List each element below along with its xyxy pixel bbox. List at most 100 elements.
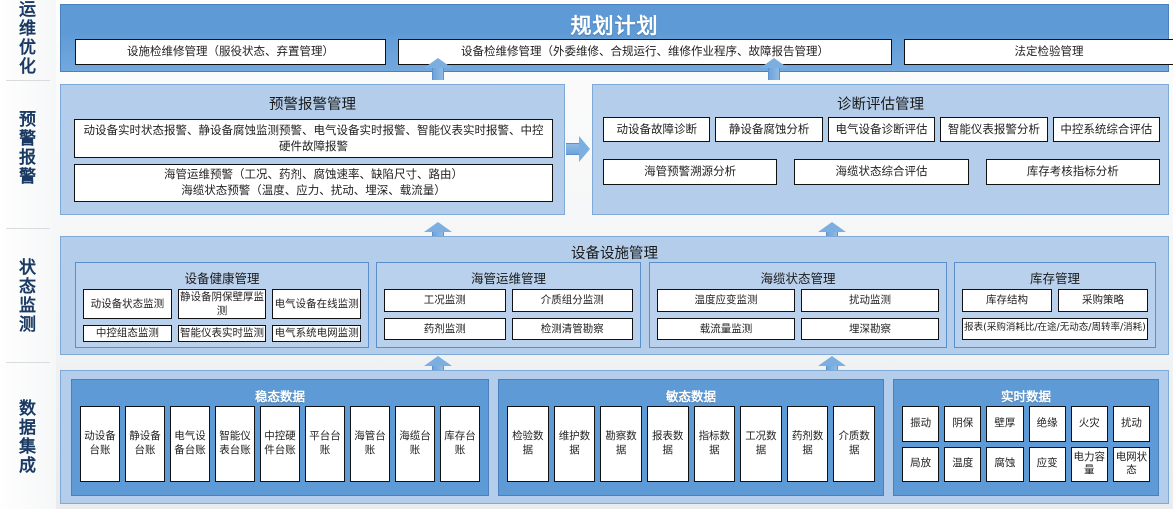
diagnosis-row-1: 动设备故障诊断 静设备腐蚀分析 电气设备诊断评估 智能仪表报警分析 中控系统综合… — [603, 117, 1161, 142]
arrow-shaft — [768, 66, 780, 80]
equip-box-disturbance[interactable]: 扰动监测 — [801, 289, 939, 312]
data-box-pipeline-ledger[interactable]: 海管台账 — [350, 406, 390, 482]
data-group-steady-title: 稳态数据 — [254, 389, 305, 404]
data-box-corrosion[interactable]: 腐蚀 — [986, 446, 1024, 482]
data-box-instrument-ledger[interactable]: 智能仪表台账 — [215, 406, 255, 482]
equip-box-inventory-structure[interactable]: 库存结构 — [962, 289, 1052, 312]
data-box-medium[interactable]: 介质数据 — [833, 406, 875, 482]
data-box-survey[interactable]: 勘察数据 — [600, 406, 642, 482]
data-box-cable-ledger[interactable]: 海缆台账 — [395, 406, 435, 482]
diagnosis-box-pipeline-traceability[interactable]: 海管预警溯源分析 — [603, 159, 778, 185]
plan-box-equipment-maintenance[interactable]: 设备检维修管理（外委维修、合规运行、维修作业程序、故障报告管理） — [398, 39, 892, 65]
equipment-row: 温度应变监测 扰动监测 — [657, 289, 939, 312]
data-box-chemical[interactable]: 药剂数据 — [786, 406, 829, 482]
plan-box-statutory-inspection[interactable]: 法定检验管理 — [904, 39, 1173, 65]
data-group-agile: 敏态数据 检验数据 维护数据 勘察数据 报表数据 指标数据 工况数据 药剂数据 … — [498, 379, 884, 496]
data-box-insulation[interactable]: 绝缘 — [1028, 406, 1066, 442]
data-box-report[interactable]: 报表数据 — [646, 406, 689, 482]
data-box-temperature[interactable]: 温度 — [944, 446, 982, 482]
diagnosis-box-rotating-fault[interactable]: 动设备故障诊断 — [603, 117, 711, 142]
equip-box-current-capacity[interactable]: 载流量监测 — [657, 317, 795, 340]
data-box-wall-thickness[interactable]: 壁厚 — [986, 406, 1024, 442]
equipment-row: 中控组态监测 智能仪表实时监测 电气系统电网监测 — [83, 325, 362, 342]
data-box-strain[interactable]: 应变 — [1028, 446, 1066, 482]
equipment-group-cable-title: 海缆状态管理 — [760, 271, 836, 286]
rail-item-operations-optimization[interactable]: 运维优化 — [0, 0, 56, 76]
warning-box-pipeline-cable-warning[interactable]: 海管运维预警（工况、药剂、腐蚀速率、缺陷尺寸、路由） 海缆状态预警（温度、应力、… — [74, 164, 553, 202]
diagnosis-box-instrument-alarm[interactable]: 智能仪表报警分析 — [940, 117, 1048, 142]
equipment-group-pipeline-title: 海管运维管理 — [470, 271, 546, 286]
equip-box-inventory-report[interactable]: 报表(采购消耗比/在途/无动态/周转率/消耗) — [962, 317, 1148, 340]
diagnosis-box-inventory-kpi[interactable]: 库存考核指标分析 — [985, 159, 1160, 185]
diagnosis-box-cable-assessment[interactable]: 海缆状态综合评估 — [794, 159, 969, 185]
arrow-head — [424, 58, 452, 68]
arrow-head — [424, 222, 452, 232]
rail-label-line: 预警报警 — [19, 109, 37, 188]
equip-box-electrical-online[interactable]: 电气设备在线监测 — [272, 289, 362, 320]
warning-box-realtime-alarms[interactable]: 动设备实时状态报警、静设备腐蚀监测预警、电气设备实时报警、智能仪表实时报警、中控… — [74, 119, 553, 158]
data-group-realtime-body: 振动 阴保 壁厚 绝缘 火灾 扰动 局放 温度 腐蚀 应变 电力容量 电网状态 — [902, 406, 1151, 482]
left-rail: 运维优化 预警报警 状态监测 数据集成 — [0, 0, 56, 509]
data-box-inventory-ledger[interactable]: 库存台账 — [440, 406, 480, 482]
equip-box-procurement-strategy[interactable]: 采购策略 — [1058, 289, 1148, 312]
planning-band: 规划计划 设施检维修管理（服役状态、弃置管理） 设备检维修管理（外委维修、合规运… — [60, 4, 1173, 72]
data-box-electrical-ledger[interactable]: 电气设备台账 — [170, 406, 210, 482]
data-box-static-ledger[interactable]: 静设备台账 — [125, 406, 165, 482]
data-box-power-capacity[interactable]: 电力容量 — [1070, 446, 1108, 482]
rail-item-data-integration[interactable]: 数据集成 — [0, 374, 56, 502]
planning-title: 规划计划 — [570, 14, 659, 38]
data-box-indicator[interactable]: 指标数据 — [693, 406, 736, 482]
data-box-maintenance[interactable]: 维护数据 — [553, 406, 596, 482]
data-group-agile-body: 检验数据 维护数据 勘察数据 报表数据 指标数据 工况数据 药剂数据 介质数据 — [507, 406, 875, 482]
equip-box-working-condition[interactable]: 工况监测 — [384, 289, 506, 312]
diagnosis-evaluation-title: 诊断评估管理 — [837, 97, 924, 113]
equipment-group-inventory: 库存管理 库存结构 采购策略 报表(采购消耗比/在途/无动态/周转率/消耗) — [954, 262, 1156, 348]
equip-box-chemical[interactable]: 药剂监测 — [384, 317, 506, 340]
equipment-group-inventory-grid: 库存结构 采购策略 报表(采购消耗比/在途/无动态/周转率/消耗) — [962, 289, 1148, 340]
equipment-group-pipeline: 海管运维管理 工况监测 介质组分监测 药剂监测 检测清管勘察 — [376, 262, 641, 348]
arrow-head — [760, 58, 788, 68]
equip-box-rotating-status[interactable]: 动设备状态监测 — [83, 289, 172, 320]
data-box-condition[interactable]: 工况数据 — [740, 406, 782, 482]
equipment-row: 报表(采购消耗比/在途/无动态/周转率/消耗) — [962, 317, 1148, 340]
equipment-group-health: 设备健康管理 动设备状态监测 静设备阴保壁厚监测 电气设备在线监测 中控组态监测… — [75, 262, 369, 348]
data-group-realtime: 实时数据 振动 阴保 壁厚 绝缘 火灾 扰动 局放 温度 腐蚀 应变 电力容量 … — [893, 379, 1159, 496]
equip-box-medium-composition[interactable]: 介质组分监测 — [511, 289, 633, 312]
equipment-group-cable-grid: 温度应变监测 扰动监测 载流量监测 埋深勘察 — [657, 289, 939, 340]
warning-box-line-1: 海管运维预警（工况、药剂、腐蚀速率、缺陷尺寸、路由） — [164, 167, 463, 182]
equip-box-static-cathodic-thickness[interactable]: 静设备阴保壁厚监测 — [177, 289, 267, 320]
data-box-rotating-ledger[interactable]: 动设备台账 — [80, 406, 120, 482]
equip-box-dcs-config[interactable]: 中控组态监测 — [83, 325, 172, 342]
data-box-fire[interactable]: 火灾 — [1070, 406, 1108, 442]
data-integration-panel: 稳态数据 动设备台账 静设备台账 电气设备台账 智能仪表台账 中控硬件台账 平台… — [60, 370, 1169, 504]
data-row: 局放 温度 腐蚀 应变 电力容量 电网状态 — [902, 446, 1151, 482]
arrow-shaft — [566, 143, 579, 155]
equip-box-instrument-realtime[interactable]: 智能仪表实时监测 — [177, 325, 267, 342]
data-box-partial-discharge[interactable]: 局放 — [902, 446, 940, 482]
data-box-cathodic[interactable]: 阴保 — [944, 406, 982, 442]
data-group-realtime-title: 实时数据 — [1000, 389, 1051, 404]
diagnosis-box-electrical-eval[interactable]: 电气设备诊断评估 — [827, 117, 936, 142]
rail-item-status-monitoring[interactable]: 状态监测 — [0, 240, 56, 354]
equip-box-pigging-survey[interactable]: 检测清管勘察 — [511, 317, 633, 340]
equipment-row: 药剂监测 检测清管勘察 — [384, 317, 633, 340]
arrow-right-warning-to-diagnosis — [566, 136, 590, 162]
data-group-steady: 稳态数据 动设备台账 静设备台账 电气设备台账 智能仪表台账 中控硬件台账 平台… — [71, 379, 489, 496]
rail-item-early-warning-alarm[interactable]: 预警报警 — [0, 86, 56, 212]
equipment-group-pipeline-grid: 工况监测 介质组分监测 药剂监测 检测清管勘察 — [384, 289, 633, 340]
data-box-platform-ledger[interactable]: 平台台账 — [305, 406, 345, 482]
data-box-disturbance[interactable]: 扰动 — [1112, 406, 1151, 442]
diagnosis-box-static-corrosion[interactable]: 静设备腐蚀分析 — [715, 117, 823, 142]
equip-box-burial-depth[interactable]: 埋深勘察 — [801, 317, 939, 340]
data-box-dcs-hardware-ledger[interactable]: 中控硬件台账 — [260, 406, 300, 482]
data-box-vibration[interactable]: 振动 — [902, 406, 940, 442]
diagnosis-box-dcs-eval[interactable]: 中控系统综合评估 — [1052, 117, 1161, 142]
equip-box-temp-strain[interactable]: 温度应变监测 — [657, 289, 795, 312]
data-box-grid-status[interactable]: 电网状态 — [1112, 446, 1151, 482]
equip-box-power-grid[interactable]: 电气系统电网监测 — [272, 325, 362, 342]
arrow-head — [424, 356, 452, 366]
rail-divider-1 — [6, 80, 50, 81]
data-box-inspection[interactable]: 检验数据 — [507, 406, 549, 482]
plan-box-facility-maintenance[interactable]: 设施检维修管理（服役状态、弃置管理） — [75, 39, 386, 65]
